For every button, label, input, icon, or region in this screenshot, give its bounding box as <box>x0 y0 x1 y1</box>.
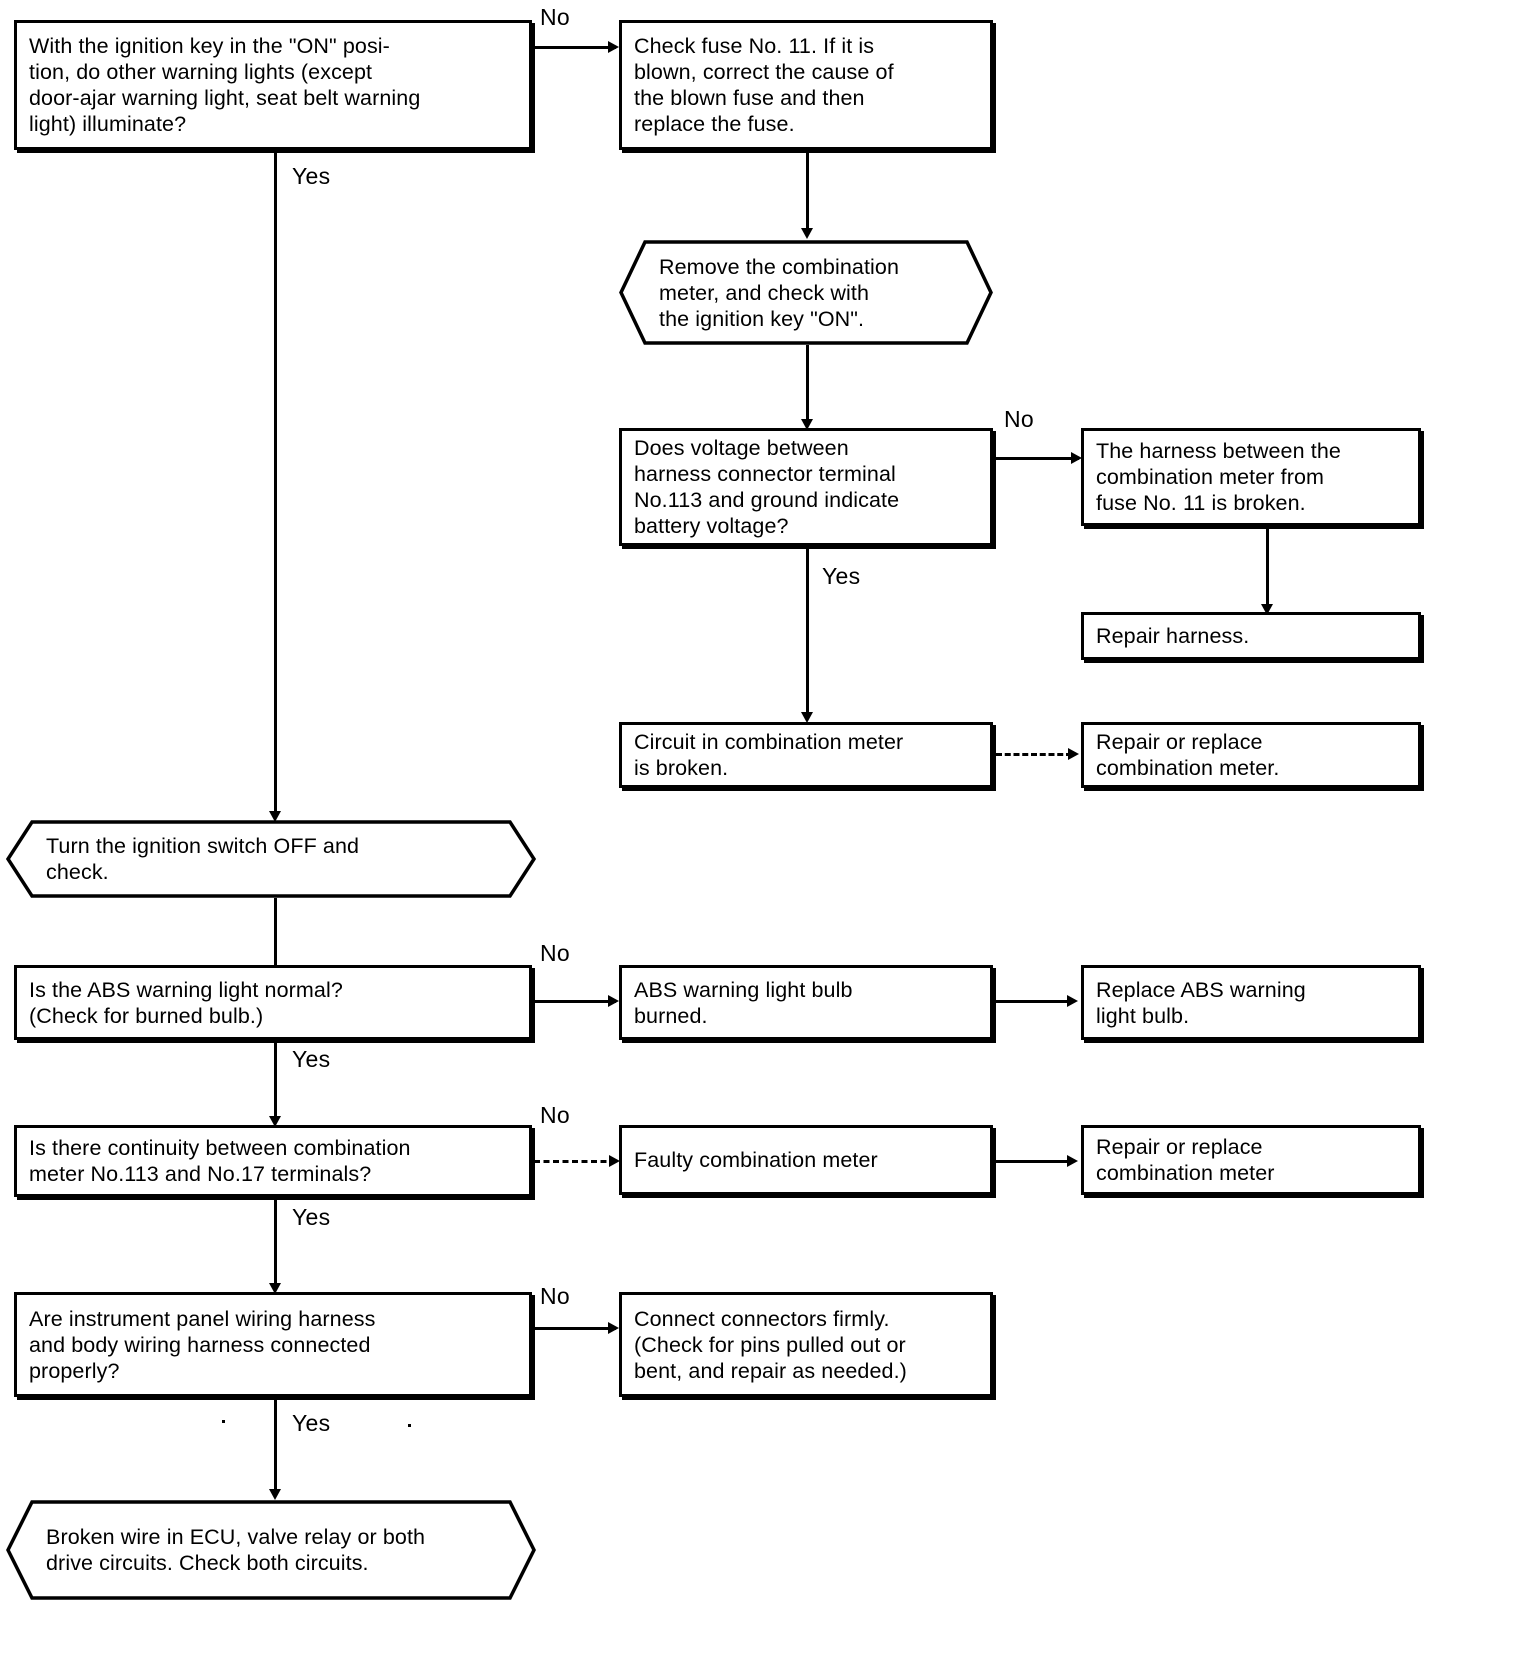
edge-n10-n11 <box>532 1000 616 1003</box>
edge-label-no-3: No <box>540 940 571 966</box>
edge-n16-n18 <box>274 1397 277 1493</box>
edge-n3-n4-arrowhead <box>801 419 813 430</box>
edge-label-no-2: No <box>1004 406 1035 432</box>
edge-n16-n17 <box>532 1327 616 1330</box>
node-continuity-question-text: Is there continuity between combination … <box>29 1136 411 1186</box>
scan-speck-2 <box>408 1424 411 1427</box>
node-continuity-question: Is there continuity between combination … <box>14 1125 532 1197</box>
edge-n13-n16-arrowhead <box>269 1283 281 1294</box>
edge-label-no-1: No <box>540 4 571 30</box>
edge-n4-n5 <box>993 457 1079 460</box>
edge-n4-n7 <box>806 546 809 716</box>
node-turn-ignition-off-shape <box>6 820 536 898</box>
node-repair-replace-meter-2: Repair or replace combination meter <box>1081 1125 1421 1195</box>
edge-n7-n8-dashed <box>996 753 1072 756</box>
node-ignition-question: With the ignition key in the "ON" posi- … <box>14 20 532 150</box>
edge-n13-n14-dashed <box>534 1160 616 1163</box>
edge-label-yes-5: Yes <box>292 1410 331 1436</box>
edge-n11-n12 <box>993 1000 1071 1003</box>
node-repair-harness-text: Repair harness. <box>1096 624 1250 648</box>
node-remove-meter-text: Remove the combination meter, and check … <box>659 254 900 331</box>
node-repair-replace-meter-text: Repair or replace combination meter. <box>1096 730 1280 780</box>
edge-n10-n11-arrowhead <box>608 995 619 1007</box>
edge-n16-n17-arrowhead <box>608 1322 619 1334</box>
node-bulb-burned-text: ABS warning light bulb burned. <box>634 977 853 1028</box>
edge-n1-n2-arrowhead <box>608 41 619 53</box>
node-harness-connected-question: Are instrument panel wiring harness and … <box>14 1292 532 1397</box>
edge-n5-n6 <box>1266 526 1269 610</box>
edge-n14-n15 <box>993 1160 1071 1163</box>
node-voltage-question-text: Does voltage between harness connector t… <box>634 436 900 538</box>
node-abs-normal-question: Is the ABS warning light normal? (Check … <box>14 965 532 1040</box>
edge-n5-n6-arrowhead <box>1261 604 1273 615</box>
node-voltage-question: Does voltage between harness connector t… <box>619 428 993 546</box>
node-turn-ignition-off-text: Turn the ignition switch OFF and check. <box>46 834 360 884</box>
edge-label-yes-3: Yes <box>292 1046 331 1072</box>
edge-label-no-4: No <box>540 1102 571 1128</box>
node-harness-broken: The harness between the combination mete… <box>1081 428 1421 526</box>
node-broken-wire-ecu-shape <box>6 1500 536 1600</box>
node-harness-broken-text: The harness between the combination mete… <box>1096 439 1341 515</box>
node-replace-bulb: Replace ABS warning light bulb. <box>1081 965 1421 1040</box>
node-connect-firmly-text: Connect connectors firmly. (Check for pi… <box>634 1306 907 1383</box>
edge-n16-n18-arrowhead <box>269 1489 281 1500</box>
node-repair-replace-meter: Repair or replace combination meter. <box>1081 722 1421 788</box>
edge-n3-n4 <box>806 345 809 423</box>
node-faulty-meter-text: Faulty combination meter <box>634 1148 878 1172</box>
edge-n1-n2 <box>532 46 616 49</box>
node-turn-ignition-off: Turn the ignition switch OFF and check. <box>6 820 536 898</box>
edge-n10-n13-arrowhead <box>269 1116 281 1127</box>
node-broken-wire-ecu-text: Broken wire in ECU, valve relay or both … <box>46 1525 426 1575</box>
node-connect-firmly: Connect connectors firmly. (Check for pi… <box>619 1292 993 1397</box>
node-circuit-broken-text: Circuit in combination meter is broken. <box>634 730 904 780</box>
node-repair-harness: Repair harness. <box>1081 612 1421 660</box>
edge-n13-n16 <box>274 1197 277 1287</box>
edge-n4-n7-arrowhead <box>801 712 813 723</box>
node-abs-normal-question-text: Is the ABS warning light normal? (Check … <box>29 977 343 1028</box>
node-circuit-broken: Circuit in combination meter is broken. <box>619 722 993 788</box>
edge-n2-n3-arrowhead <box>801 228 813 239</box>
node-harness-connected-question-text: Are instrument panel wiring harness and … <box>29 1306 376 1383</box>
edge-n2-n3 <box>806 150 809 232</box>
node-remove-meter-shape <box>619 240 993 345</box>
edge-label-yes-1: Yes <box>292 163 331 189</box>
edge-label-no-5: No <box>540 1283 571 1309</box>
edge-n7-n8-arrowhead <box>1068 748 1079 760</box>
node-bulb-burned: ABS warning light bulb burned. <box>619 965 993 1040</box>
edge-n1-n9-arrowhead <box>269 811 281 822</box>
node-check-fuse-text: Check fuse No. 11. If it is blown, corre… <box>634 34 894 136</box>
edge-n13-n14-arrowhead <box>609 1155 620 1167</box>
node-ignition-question-text: With the ignition key in the "ON" posi- … <box>29 34 421 136</box>
edge-n11-n12-arrowhead <box>1067 995 1078 1007</box>
edge-n9-n10 <box>274 898 277 983</box>
edge-n10-n13 <box>274 1040 277 1120</box>
node-remove-meter: Remove the combination meter, and check … <box>619 240 993 345</box>
edge-n4-n5-arrowhead <box>1071 452 1082 464</box>
edge-n14-n15-arrowhead <box>1067 1155 1078 1167</box>
edge-label-yes-2: Yes <box>822 563 861 589</box>
edge-n1-n9 <box>274 150 277 815</box>
scan-speck-1 <box>222 1420 225 1423</box>
node-broken-wire-ecu: Broken wire in ECU, valve relay or both … <box>6 1500 536 1600</box>
node-replace-bulb-text: Replace ABS warning light bulb. <box>1096 977 1306 1028</box>
node-repair-replace-meter-2-text: Repair or replace combination meter <box>1096 1135 1275 1185</box>
edge-label-yes-4: Yes <box>292 1204 331 1230</box>
node-check-fuse: Check fuse No. 11. If it is blown, corre… <box>619 20 993 150</box>
node-faulty-meter: Faulty combination meter <box>619 1125 993 1195</box>
